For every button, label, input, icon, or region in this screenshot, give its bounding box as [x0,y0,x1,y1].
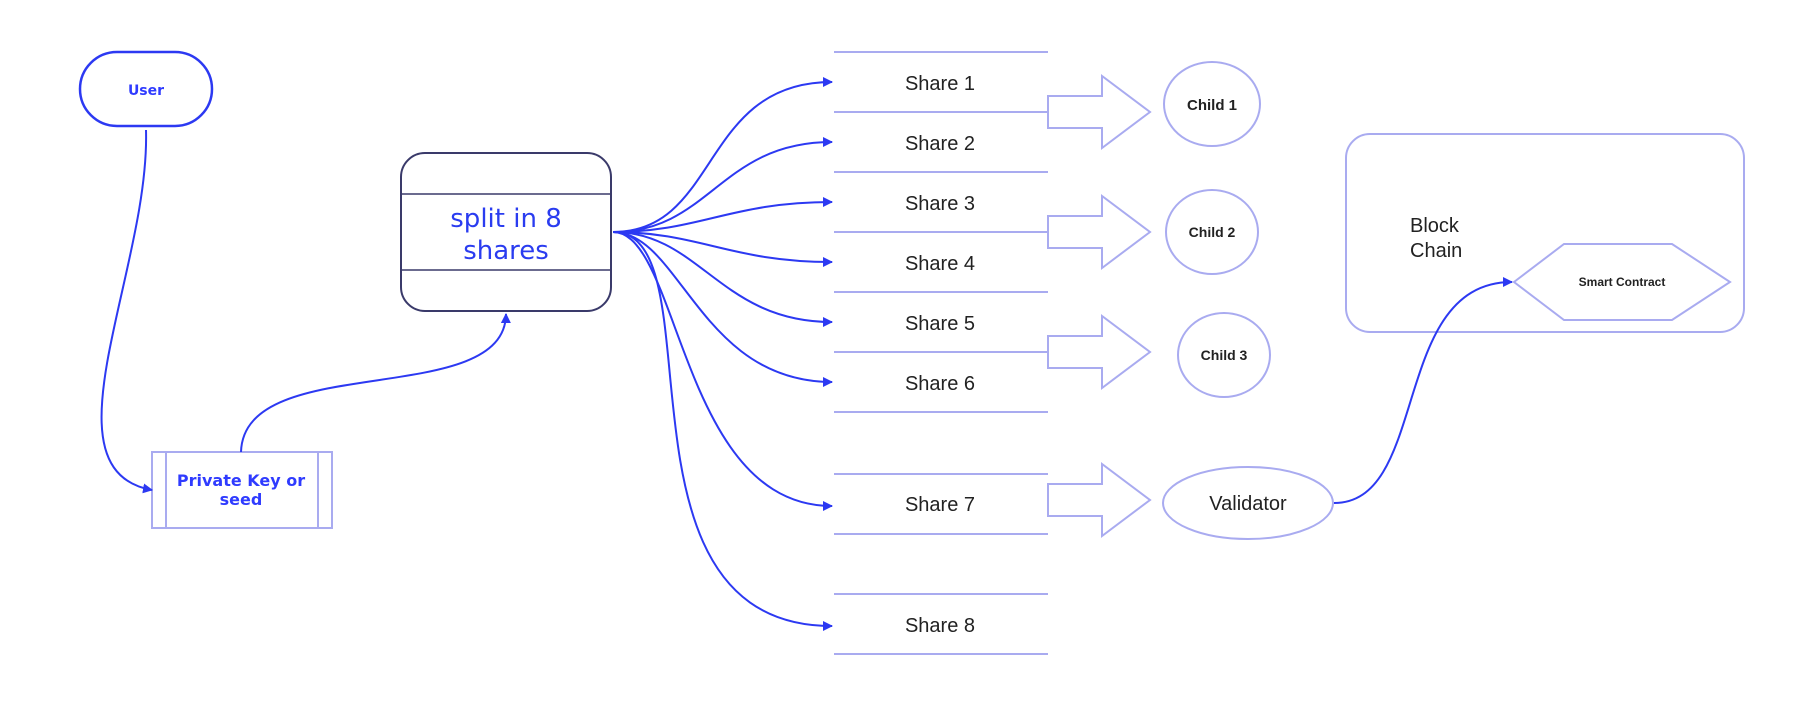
child-2-node: Child 2 [1165,189,1259,275]
share-1-label: Share 1 [905,73,975,95]
share-7-label: Share 7 [905,494,975,516]
connector-user-to-key [100,129,153,494]
child-3-label: Child 3 [1201,347,1248,363]
connector-split-to-share-7 [612,231,833,511]
connector-validator-to-smart-contract [1333,277,1513,504]
user-node: User [78,50,214,128]
private-key-label-line2: seed [220,490,263,509]
child-1-label: Child 1 [1187,97,1237,114]
share-2-label: Share 2 [905,133,975,155]
share-lines [834,51,1048,655]
block-arrow-1 [1047,74,1152,150]
private-key-node: Private Key or seed [151,451,333,529]
split-node: split in 8 shares [400,152,612,312]
block-arrow-3 [1047,314,1152,390]
connector-split-to-share-1 [612,77,833,233]
child-1-node: Child 1 [1163,61,1261,147]
share-4-label: Share 4 [905,253,975,275]
share-8-label: Share 8 [905,615,975,637]
connector-split-to-share-6 [612,231,833,387]
validator-node: Validator [1162,466,1334,540]
split-label-line2: shares [463,236,549,266]
block-arrow-2 [1047,194,1152,270]
smart-contract-label: Smart Contract [1579,275,1666,289]
block-arrow-4 [1047,462,1152,538]
connector-split-to-share-2 [612,137,833,233]
connectors [100,77,1513,631]
block-arrows [1047,74,1152,538]
validator-label: Validator [1209,493,1287,515]
share-6-label: Share 6 [905,373,975,395]
connector-split-to-share-3 [612,197,833,233]
smart-contract-node: Smart Contract [1512,243,1732,321]
user-label: User [128,83,164,99]
child-3-node: Child 3 [1177,312,1271,398]
split-label-line1: split in 8 [450,204,561,234]
blockchain-label-line2: Chain [1410,240,1462,262]
connector-split-to-share-8 [612,231,833,631]
share-5-label: Share 5 [905,313,975,335]
blockchain-label-line1: Block [1410,215,1460,237]
child-2-label: Child 2 [1189,224,1236,240]
connector-key-to-split [240,313,511,453]
private-key-label-line1: Private Key or [177,471,305,490]
share-3-label: Share 3 [905,193,975,215]
connector-split-to-share-5 [612,231,833,327]
connector-split-to-share-4 [612,231,833,267]
